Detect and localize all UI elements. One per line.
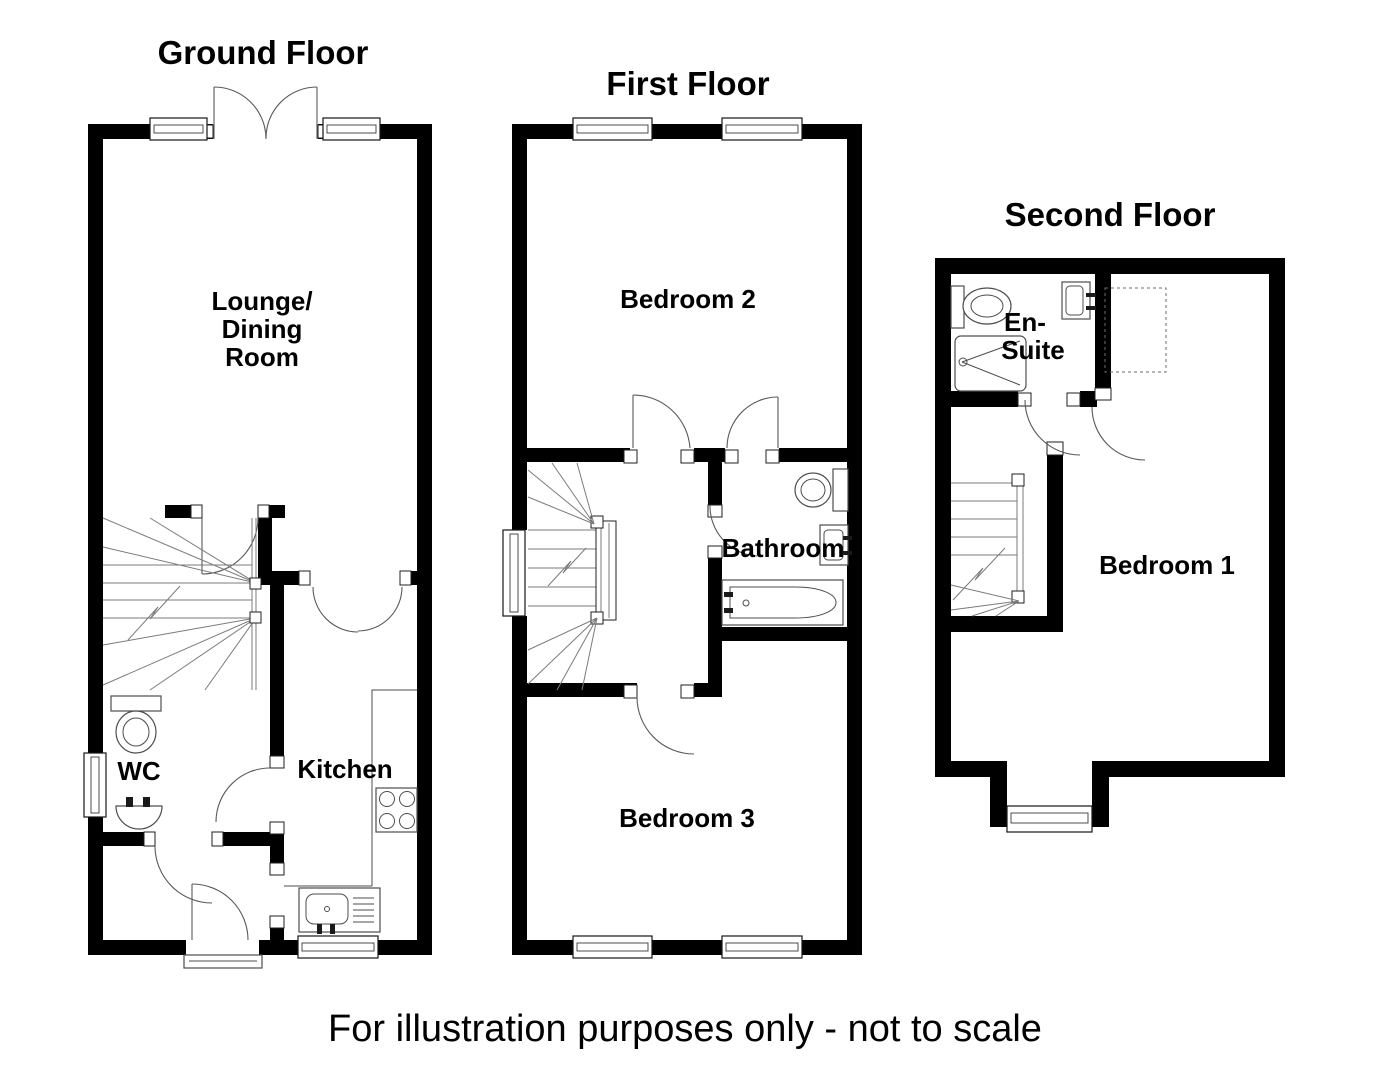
sink-icon [298, 887, 381, 934]
toilet-icon [950, 285, 1012, 329]
first-outer-walls [512, 124, 862, 955]
door-arc [201, 517, 259, 575]
second-interior-walls [951, 274, 1111, 632]
bath-icon [721, 579, 844, 626]
second-floor-title: Second Floor [1005, 196, 1216, 233]
french-doors-icon [213, 86, 318, 140]
first-floor-plan: First Floor [502, 65, 862, 959]
first-windows [502, 117, 803, 959]
window-icon [502, 529, 526, 617]
kitchen-counter [284, 689, 417, 887]
door-arc [636, 696, 695, 755]
second-door-jambs [1017, 387, 1112, 456]
ground-door-jambs [143, 124, 412, 929]
ensuite-label-line2: Suite [1001, 335, 1065, 365]
basin-icon [1061, 281, 1096, 320]
first-interior-walls [526, 448, 847, 697]
staircase-icon [950, 473, 1025, 617]
toilet-icon [794, 468, 849, 512]
window-icon [572, 117, 653, 141]
wc-fixtures [110, 695, 163, 830]
bedroom1-label: Bedroom 1 [1099, 550, 1235, 580]
lounge-label-line3: Room [225, 342, 299, 372]
room-lounge: Lounge/ Dining Room [211, 286, 312, 372]
window-icon [1006, 805, 1093, 833]
lounge-label-line2: Dining [222, 314, 303, 344]
shower-icon [954, 335, 1027, 392]
window-icon [297, 935, 379, 959]
second-outer-walls [935, 258, 1285, 827]
door-arc [1091, 406, 1146, 461]
ground-windows [83, 117, 381, 959]
room-ensuite: En- Suite [1001, 307, 1065, 365]
door-arc [709, 504, 758, 557]
kitchen-label: Kitchen [297, 754, 392, 784]
window-icon [721, 935, 803, 959]
door-arc [632, 394, 691, 449]
ensuite-fixtures [950, 281, 1096, 392]
hob-icon [375, 787, 418, 833]
window-icon [149, 117, 208, 141]
ground-floor-title: Ground Floor [158, 34, 369, 71]
ensuite-label-line1: En- [1004, 307, 1046, 337]
double-door-icon [312, 586, 403, 633]
bathroom-label: Bathroom [722, 533, 845, 563]
window-icon [83, 752, 107, 818]
window-icon [322, 117, 381, 141]
basin-icon [819, 524, 852, 566]
staircase-icon [102, 517, 262, 691]
disclaimer-text: For illustration purposes only - not to … [328, 1008, 1042, 1050]
ground-doors [154, 86, 403, 969]
wc-label: WC [117, 756, 161, 786]
first-door-jambs [623, 449, 780, 699]
front-door-icon [191, 883, 249, 941]
door-arc [215, 767, 271, 823]
ground-floor-plan: Ground Floor [83, 34, 432, 969]
kitchen-fixtures [284, 689, 418, 934]
window-icon [572, 935, 653, 959]
bedroom2-label: Bedroom 2 [620, 284, 756, 314]
window-icon [721, 117, 803, 141]
staircase-icon [527, 462, 617, 691]
second-floor-plan: Second Floor [935, 196, 1285, 833]
first-floor-title: First Floor [606, 65, 769, 102]
lounge-label-line1: Lounge/ [211, 286, 312, 316]
second-windows [1006, 805, 1093, 833]
door-arc [154, 845, 213, 904]
door-arc [1024, 399, 1081, 456]
toilet-icon [110, 695, 162, 754]
second-doors [1024, 399, 1146, 461]
ground-interior-walls [102, 505, 417, 941]
door-arc [726, 396, 779, 449]
bedroom3-label: Bedroom 3 [619, 803, 755, 833]
dashed-area [1104, 287, 1167, 373]
threshold [183, 954, 263, 969]
first-doors [632, 394, 779, 755]
basin-icon [115, 797, 163, 830]
ground-outer-walls [88, 124, 432, 955]
bathroom-fixtures [721, 468, 852, 626]
